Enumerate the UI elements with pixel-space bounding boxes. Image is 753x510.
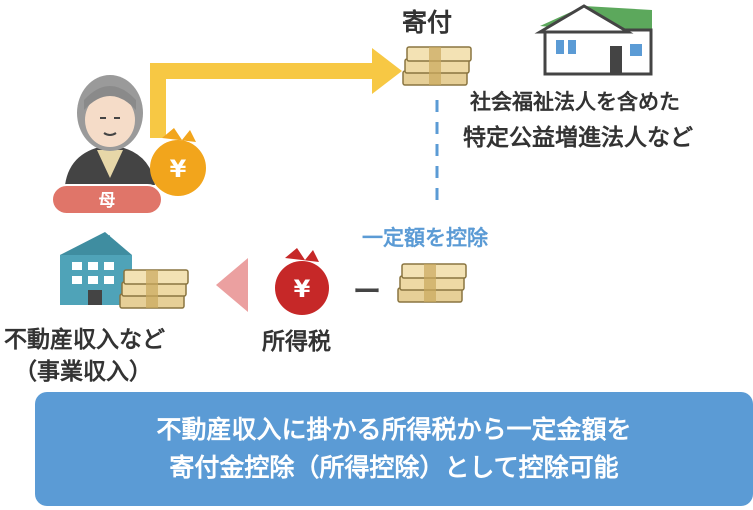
- yen-money-bag-icon: [150, 128, 206, 196]
- yen-symbol-mother: ¥: [170, 155, 187, 183]
- org-label-line1: 社会福祉法人を含めた: [470, 90, 680, 114]
- mother-badge: 母: [51, 184, 163, 215]
- donation-label: 寄付: [402, 8, 453, 37]
- income-tax-label: 所得税: [262, 329, 331, 355]
- house-icon: [534, 4, 653, 76]
- deduction-label: 一定額を控除: [362, 226, 488, 250]
- money-stack-income-icon: [119, 269, 189, 309]
- yen-symbol-tax: ¥: [294, 275, 311, 303]
- org-label-line2: 特定公益増進法人など: [463, 125, 693, 151]
- pink-left-arrow: [216, 258, 248, 312]
- income-label-line1: 不動産収入など: [4, 327, 165, 353]
- banner-line1: 不動産収入に掛かる所得税から一定金額を: [156, 415, 632, 444]
- mother-person-icon: [65, 75, 155, 185]
- money-stack-donation-icon: [402, 46, 472, 86]
- donation-arrow: [150, 48, 402, 138]
- income-label-line2: （事業収入）: [14, 359, 152, 385]
- income-tax-bag-icon: [275, 248, 329, 315]
- minus-sign: ー: [353, 275, 382, 308]
- banner-line2: 寄付金控除（所得控除）として控除可能: [169, 453, 619, 482]
- money-stack-deduction-icon: [397, 263, 467, 303]
- summary-banner: 不動産収入に掛かる所得税から一定金額を 寄付金控除（所得控除）として控除可能: [35, 392, 753, 506]
